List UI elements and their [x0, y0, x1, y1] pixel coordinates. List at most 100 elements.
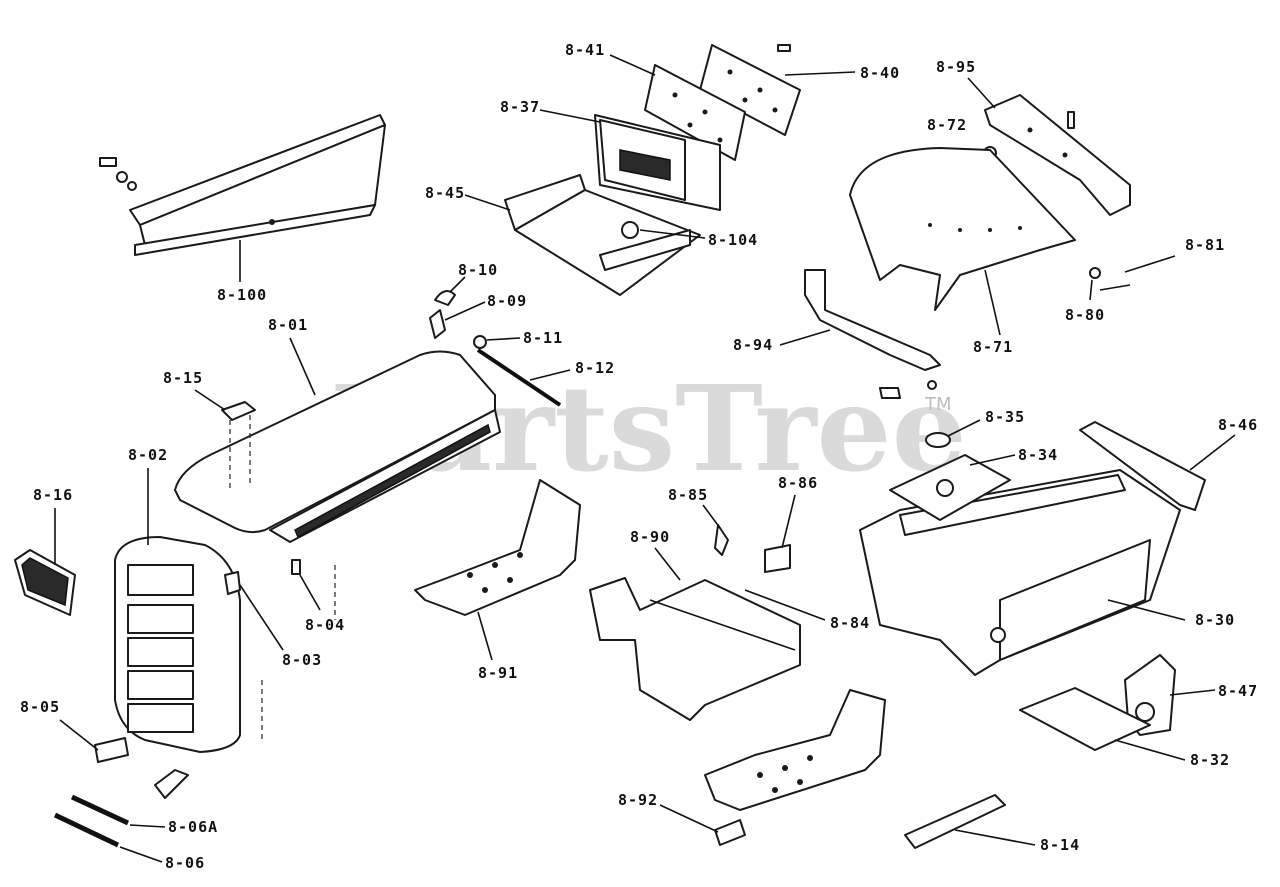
label-8-01: 8-01: [268, 316, 308, 334]
label-8-41: 8-41: [565, 41, 605, 59]
leader-8-80: [1089, 279, 1093, 301]
leader-8-71: [984, 269, 1001, 336]
part-8-30-body[interactable]: [859, 469, 1181, 676]
part-8-16-badge[interactable]: [14, 549, 76, 616]
part-8-35-cap[interactable]: [925, 432, 951, 448]
part-8-81-bolt[interactable]: [1089, 255, 1176, 291]
part-8-45-seat-plate[interactable]: [504, 174, 701, 296]
leader-8-90: [654, 547, 681, 581]
label-8-91: 8-91: [478, 664, 518, 682]
part-8-32-plate[interactable]: [1019, 687, 1151, 751]
leader-8-40: [784, 71, 856, 76]
part-8-01-hood[interactable]: [174, 350, 501, 543]
label-8-40: 8-40: [860, 64, 900, 82]
leader-8-84: [744, 589, 826, 621]
label-8-86: 8-86: [778, 474, 818, 492]
label-8-84: 8-84: [830, 614, 870, 632]
part-8-03[interactable]: [224, 571, 241, 595]
label-8-71: 8-71: [973, 338, 1013, 356]
leader-8-09: [444, 301, 486, 321]
label-8-35: 8-35: [985, 408, 1025, 426]
label-8-92: 8-92: [618, 791, 658, 809]
part-8-40-plate[interactable]: [699, 44, 801, 136]
label-8-06: 8-06: [165, 854, 205, 872]
label-8-11: 8-11: [523, 329, 563, 347]
leader-8-10: [449, 276, 466, 293]
leader-8-94: [779, 329, 831, 346]
part-8-11[interactable]: [473, 335, 487, 349]
bolt-icon: [777, 44, 791, 52]
leader-8-95: [967, 77, 996, 109]
part-8-10[interactable]: [434, 290, 456, 306]
label-8-15: 8-15: [163, 369, 203, 387]
label-8-104: 8-104: [708, 231, 758, 249]
part-8-94-support[interactable]: [804, 269, 941, 371]
part-8-05[interactable]: [94, 737, 129, 763]
label-8-02: 8-02: [128, 446, 168, 464]
part-8-92[interactable]: [714, 819, 746, 846]
leader-8-46: [1189, 434, 1236, 471]
leader-8-35: [947, 419, 981, 437]
label-8-85: 8-85: [668, 486, 708, 504]
part-8-04-bolt[interactable]: [291, 559, 301, 575]
label-8-12: 8-12: [575, 359, 615, 377]
leader-8-11: [486, 337, 521, 341]
label-8-30: 8-30: [1195, 611, 1235, 629]
label-8-81: 8-81: [1185, 236, 1225, 254]
part-8-100-rail[interactable]: [99, 114, 386, 256]
part-8-85[interactable]: [714, 524, 729, 556]
nut-icon: [927, 380, 937, 390]
leader-8-92: [659, 804, 719, 833]
part-8-06A-rod[interactable]: [70, 794, 130, 826]
leader-8-34: [969, 454, 1016, 466]
label-8-46: 8-46: [1218, 416, 1258, 434]
part-8-41-plate[interactable]: [644, 64, 746, 161]
part-8-95-bracket[interactable]: [984, 94, 1131, 216]
label-8-37: 8-37: [500, 98, 540, 116]
part-8-86[interactable]: [764, 544, 791, 573]
leader-8-37: [539, 109, 601, 123]
label-8-90: 8-90: [630, 528, 670, 546]
leader-8-91: [477, 611, 493, 661]
part-8-91-footplate[interactable]: [414, 479, 581, 616]
label-8-14: 8-14: [1040, 836, 1080, 854]
bolt-icon: [1067, 111, 1075, 129]
part-8-02-grille[interactable]: [114, 536, 241, 753]
label-8-03: 8-03: [282, 651, 322, 669]
part-8-47-bracket[interactable]: [1124, 654, 1176, 736]
leader-8-01: [289, 337, 316, 396]
part-8-34-plate[interactable]: [889, 454, 1011, 521]
part-8-12-rod[interactable]: [476, 348, 562, 407]
leader-8-04: [299, 574, 321, 611]
leader-8-32: [1114, 739, 1186, 761]
part-8-06-rod[interactable]: [53, 812, 120, 848]
label-8-04: 8-04: [305, 616, 345, 634]
leader-8-06: [119, 846, 163, 863]
leader-8-14: [954, 829, 1036, 846]
label-8-34: 8-34: [1018, 446, 1058, 464]
leader-8-86: [781, 494, 796, 549]
label-8-80: 8-80: [1065, 306, 1105, 324]
label-8-100: 8-100: [217, 286, 267, 304]
leader-8-85: [702, 504, 721, 529]
leader-8-41: [609, 54, 656, 76]
part-8-14-bar[interactable]: [904, 794, 1006, 849]
leader-8-03: [239, 584, 284, 651]
part-8-46-bracket[interactable]: [1079, 421, 1206, 511]
label-8-10: 8-10: [458, 261, 498, 279]
label-8-09: 8-09: [487, 292, 527, 310]
leader-8-45: [464, 194, 511, 211]
part-8-37-pan[interactable]: [594, 114, 721, 211]
leader-8-05: [59, 719, 99, 751]
label-8-05: 8-05: [20, 698, 60, 716]
part-8-15[interactable]: [221, 401, 256, 421]
part-8-71-fender[interactable]: [849, 147, 1076, 311]
leader-8-47: [1169, 689, 1216, 696]
part-8-90-frame[interactable]: [589, 577, 801, 721]
part-8-09[interactable]: [429, 309, 446, 339]
leader-8-12: [529, 369, 571, 381]
part-foot-plate-right[interactable]: [704, 689, 886, 811]
trademark: TM: [924, 394, 952, 415]
leader-8-30: [1107, 599, 1186, 621]
